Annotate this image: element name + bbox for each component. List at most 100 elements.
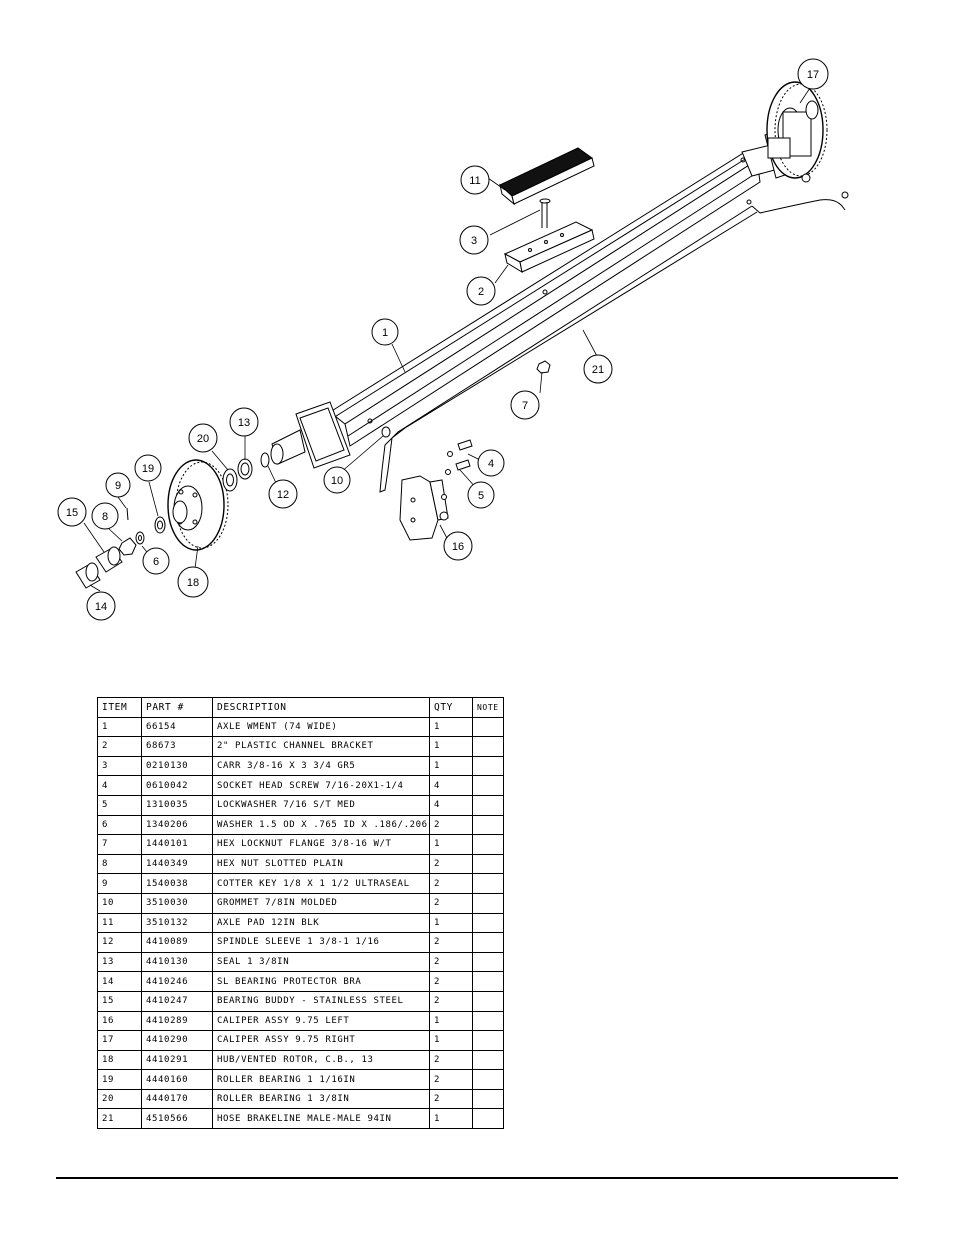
- cell-note: [472, 1069, 504, 1090]
- cell-description: HUB/VENTED ROTOR, C.B., 13: [212, 1049, 430, 1071]
- cell-description: AXLE PAD 12IN BLK: [212, 912, 430, 934]
- cell-item: 6: [97, 814, 142, 836]
- washer-6: [135, 531, 145, 545]
- cell-description: BEARING BUDDY - STAINLESS STEEL: [212, 990, 430, 1012]
- callout-13: 13: [238, 417, 250, 429]
- cell-item: 9: [97, 873, 142, 894]
- callout-2: 2: [478, 286, 484, 298]
- cell-qty: 4: [429, 794, 473, 816]
- carriage-bolt: [539, 198, 551, 228]
- callout-8: 8: [102, 511, 108, 523]
- cell-qty: 2: [429, 873, 473, 894]
- cell-item: 18: [97, 1049, 142, 1071]
- cell-note: [472, 775, 504, 796]
- callout-17: 17: [807, 69, 819, 81]
- bearing-20: [222, 468, 238, 492]
- cell-qty: 1: [429, 716, 473, 738]
- cell-item: 5: [97, 794, 142, 816]
- cell-note: [472, 1010, 504, 1032]
- brake-hose: [379, 191, 849, 493]
- cell-description: SPINDLE SLEEVE 1 3/8-1 1/16: [212, 932, 430, 953]
- cell-item: 10: [97, 892, 142, 914]
- cell-note: [472, 814, 504, 836]
- right-caliper-rotor: [766, 81, 828, 183]
- cell-item: 12: [97, 932, 142, 953]
- callout-1: 1: [382, 327, 388, 339]
- axle-pad: [499, 147, 595, 206]
- cell-qty: 1: [429, 1030, 473, 1051]
- cell-qty: 1: [429, 834, 473, 855]
- callout-12: 12: [277, 489, 289, 501]
- cell-qty: 1: [429, 1010, 473, 1032]
- cell-part: 1310035: [141, 794, 213, 816]
- header-note: NOTE: [472, 697, 504, 718]
- callout-15: 15: [66, 507, 78, 519]
- cell-note: [472, 1030, 504, 1051]
- bearing-buddy-15: [95, 546, 123, 573]
- cell-note: [472, 736, 504, 757]
- cell-item: 7: [97, 834, 142, 855]
- cell-qty: 2: [429, 1049, 473, 1071]
- cell-part: 4510566: [141, 1108, 213, 1130]
- cell-note: [472, 932, 504, 953]
- callout-18: 18: [187, 577, 199, 589]
- cell-description: HEX NUT SLOTTED PLAIN: [212, 853, 430, 875]
- cell-description: ROLLER BEARING 1 1/16IN: [212, 1069, 430, 1090]
- callout-21: 21: [592, 364, 604, 376]
- cell-note: [472, 1088, 504, 1110]
- header-item: ITEM: [97, 697, 142, 718]
- seal-13: [237, 458, 253, 480]
- cell-description: HOSE BRAKELINE MALE-MALE 94IN: [212, 1108, 430, 1130]
- cell-part: 0210130: [141, 755, 213, 777]
- cell-note: [472, 794, 504, 816]
- slotted-nut-8: [118, 537, 137, 556]
- cell-qty: 2: [429, 1088, 473, 1110]
- cell-qty: 2: [429, 971, 473, 992]
- cell-note: [472, 892, 504, 914]
- cell-description: HEX LOCKNUT FLANGE 3/8-16 W/T: [212, 834, 430, 855]
- cell-item: 8: [97, 853, 142, 875]
- cell-description: CALIPER ASSY 9.75 RIGHT: [212, 1030, 430, 1051]
- cell-part: 3510132: [141, 912, 213, 934]
- cell-item: 4: [97, 775, 142, 796]
- cell-note: [472, 834, 504, 855]
- cell-item: 2: [97, 736, 142, 757]
- cell-note: [472, 1049, 504, 1071]
- cell-part: 4440170: [141, 1088, 213, 1110]
- cotter-key-9: [126, 507, 129, 521]
- hub-rotor: [167, 459, 229, 551]
- cell-part: 4410290: [141, 1030, 213, 1051]
- cell-item: 14: [97, 971, 142, 992]
- left-caliper: [399, 475, 449, 541]
- callout-11: 11: [469, 175, 480, 187]
- header-qty: QTY: [429, 697, 473, 718]
- spindle-sleeve-12: [260, 452, 270, 468]
- cell-note: [472, 873, 504, 894]
- cell-qty: 4: [429, 775, 473, 796]
- cell-part: 66154: [141, 716, 213, 738]
- cell-qty: 2: [429, 1069, 473, 1090]
- cell-item: 19: [97, 1069, 142, 1090]
- cell-qty: 2: [429, 892, 473, 914]
- cell-description: SOCKET HEAD SCREW 7/16-20X1-1/4: [212, 775, 430, 796]
- bearing-19: [154, 516, 166, 534]
- cell-part: 4410130: [141, 951, 213, 973]
- cell-qty: 2: [429, 932, 473, 953]
